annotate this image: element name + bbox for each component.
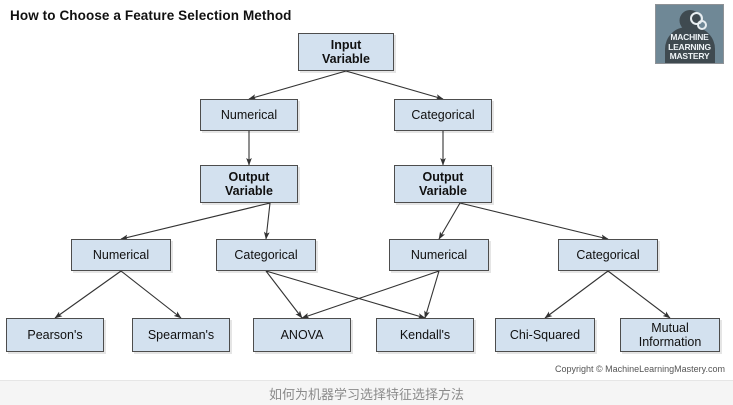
logo-gear-small-icon xyxy=(697,20,707,30)
edge-l4-cat-a-to-kendall xyxy=(265,270,426,319)
node-pearson[interactable]: Pearson's xyxy=(6,318,104,352)
node-label: Categorical xyxy=(395,108,491,122)
edge-l4-cat-a-to-anova xyxy=(265,270,303,319)
node-label-line-1: Numerical xyxy=(92,248,150,262)
node-label-line-1: Spearman's xyxy=(147,328,215,342)
node-label-line-2: Information xyxy=(638,335,702,349)
node-label-line-1: Pearson's xyxy=(27,328,83,342)
edge-l4-cat-b-to-mutualinfo xyxy=(607,270,671,319)
node-label-line-1: Input xyxy=(330,38,362,52)
logo-text-line-3: MASTERY xyxy=(669,51,710,61)
edge-l4-cat-b-to-chisquared xyxy=(544,270,609,319)
node-label: Kendall's xyxy=(377,328,473,342)
node-label: Categorical xyxy=(217,248,315,262)
machine-learning-mastery-logo: MACHINE LEARNING MASTERY xyxy=(655,4,724,64)
node-label-line-1: Mutual xyxy=(651,321,689,335)
node-label: Numerical xyxy=(72,248,170,262)
node-anova[interactable]: ANOVA xyxy=(253,318,351,352)
node-l4-num-b[interactable]: Numerical xyxy=(389,239,489,271)
node-l2-num[interactable]: Numerical xyxy=(200,99,298,131)
copyright-notice: Copyright © MachineLearningMastery.com xyxy=(554,364,725,374)
edge-l4-num-a-to-spearman xyxy=(120,270,182,319)
node-label-line-1: Output xyxy=(228,170,270,184)
logo-text-line-1: MACHINE xyxy=(670,32,709,42)
node-label: Categorical xyxy=(559,248,657,262)
node-label: Spearman's xyxy=(133,328,229,342)
node-l4-cat-b[interactable]: Categorical xyxy=(558,239,658,271)
node-label-line-1: Output xyxy=(422,170,464,184)
node-label-line-2: Variable xyxy=(322,52,370,66)
logo-gear-large-icon xyxy=(690,12,703,25)
edge-l3-out-right-to-l4-num-b xyxy=(438,202,461,240)
node-label-line-1: Categorical xyxy=(576,248,640,262)
node-spearman[interactable]: Spearman's xyxy=(132,318,230,352)
edge-l4-num-b-to-kendall xyxy=(424,270,440,319)
edge-l4-num-a-to-pearson xyxy=(54,270,122,319)
node-l4-cat-a[interactable]: Categorical xyxy=(216,239,316,271)
node-label: Pearson's xyxy=(7,328,103,342)
node-label-line-1: ANOVA xyxy=(280,328,324,342)
node-label: Chi-Squared xyxy=(496,328,594,342)
node-l2-cat[interactable]: Categorical xyxy=(394,99,492,131)
edge-input-to-l2-num xyxy=(248,70,347,100)
logo-text-line-2: LEARNING xyxy=(668,41,711,52)
node-label-line-1: Numerical xyxy=(220,108,278,122)
edge-l4-num-b-to-anova xyxy=(301,270,440,319)
node-label-line-1: Categorical xyxy=(411,108,475,122)
edge-input-to-l2-cat xyxy=(345,70,444,100)
node-label-line-1: Categorical xyxy=(234,248,298,262)
logo-silhouette-body-icon xyxy=(664,27,715,63)
logo-text: MACHINE LEARNING MASTERY xyxy=(656,32,723,62)
node-label: Numerical xyxy=(390,248,488,262)
caption-text: 如何为机器学习选择特征选择方法 xyxy=(268,387,464,403)
caption-bar: 如何为机器学习选择特征选择方法 xyxy=(0,380,733,405)
node-label-line-2: Variable xyxy=(225,184,273,198)
node-label-line-1: Kendall's xyxy=(399,328,451,342)
node-kendall[interactable]: Kendall's xyxy=(376,318,474,352)
node-chisquared[interactable]: Chi-Squared xyxy=(495,318,595,352)
edge-l3-out-left-to-l4-cat-a xyxy=(263,202,271,240)
node-label: Numerical xyxy=(201,108,297,122)
edge-l3-out-right-to-l4-cat-b xyxy=(459,202,609,241)
page-title: How to Choose a Feature Selection Method xyxy=(10,8,292,23)
node-l4-num-a[interactable]: Numerical xyxy=(71,239,171,271)
node-label-line-1: Numerical xyxy=(410,248,468,262)
node-label: ANOVA xyxy=(254,328,350,342)
edge-l3-out-left-to-l4-num-a xyxy=(120,202,271,241)
node-label-line-1: Chi-Squared xyxy=(509,328,581,342)
node-label-line-2: Variable xyxy=(419,184,467,198)
